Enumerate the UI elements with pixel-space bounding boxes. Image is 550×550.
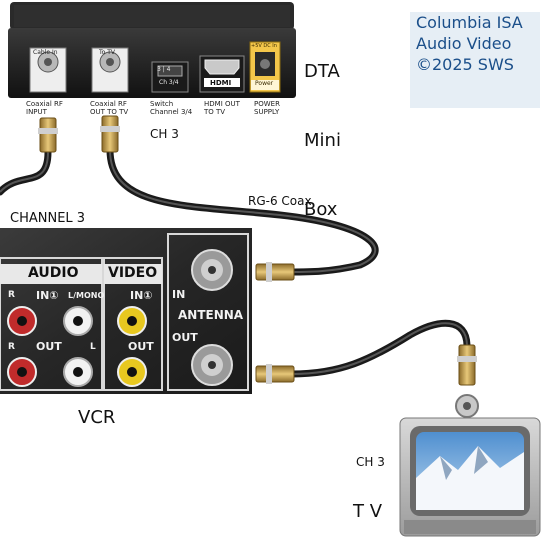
credit-line-2: Audio Video — [416, 34, 512, 53]
coax-cable-vcr-to-tv — [288, 319, 471, 378]
vcr-video-heading: VIDEO — [108, 265, 158, 281]
vcr-audio-in: IN① — [36, 289, 59, 302]
video-in-jack — [117, 306, 147, 336]
dta-title: DTA Mini Box — [304, 14, 341, 244]
credit-line-1: Columbia ISA — [416, 13, 523, 32]
vcr-audio-heading: AUDIO — [28, 265, 79, 281]
vcr-video-out: OUT — [128, 340, 154, 353]
vcr-video-in: IN① — [130, 289, 153, 302]
credit-line-3: ©2025 SWS — [416, 55, 514, 74]
tv-antenna-input — [455, 394, 479, 418]
dta-cable-in-port — [37, 51, 59, 73]
caption-switch: Switch Channel 3/4 — [150, 100, 193, 117]
coax-cable-dta-to-vcr — [106, 146, 379, 276]
f-connector — [255, 262, 295, 282]
audio-in-left-jack — [63, 306, 93, 336]
vcr-label: VCR — [78, 407, 116, 428]
dta-channel-note: CH 3 — [150, 127, 179, 141]
dta-channel-switch — [157, 65, 183, 77]
vcr-audio-lmono: L/MONO — [68, 291, 105, 300]
vcr-antenna-out: OUT — [172, 331, 198, 344]
port-label-to-tv: To TV — [99, 49, 115, 56]
vcr-antenna-in: IN — [172, 288, 186, 301]
f-connector — [100, 115, 120, 153]
tv-label: T V — [353, 501, 383, 522]
antenna-in-jack — [191, 249, 233, 291]
switch-digits: 3 | 4 — [157, 66, 171, 73]
audio-out-left-jack — [63, 357, 93, 387]
vcr-audio-out-r: R — [8, 342, 15, 352]
video-out-jack — [117, 357, 147, 387]
dta-title-line-1: DTA — [304, 61, 340, 82]
audio-out-right-jack — [7, 357, 37, 387]
caption-hdmi: HDMI OUT TO TV — [204, 100, 240, 117]
dta-title-line-3: Box — [304, 199, 338, 220]
f-connector — [38, 117, 58, 153]
port-label-power: Power — [255, 80, 274, 87]
tv-channel-note: CH 3 — [356, 455, 385, 469]
port-label-power-top: +5V DC In — [251, 43, 277, 49]
vcr-antenna-label: ANTENNA — [178, 308, 244, 322]
caption-coax-input: Coaxial RF INPUT — [26, 100, 63, 117]
vcr-audio-out-l: L — [90, 342, 96, 352]
vcr-audio-out: OUT — [36, 340, 62, 353]
coax-label: RG-6 Coax — [248, 194, 312, 208]
vcr-audio-in-r: R — [8, 290, 15, 300]
audio-in-right-jack — [7, 306, 37, 336]
dta-to-tv-port — [99, 51, 121, 73]
port-label-hdmi: HDMI — [210, 79, 232, 87]
coax-cable-channel3 — [0, 148, 52, 196]
port-label-switch: Ch 3/4 — [159, 79, 179, 86]
tv-set — [399, 417, 541, 537]
caption-coax-out: Coaxial RF OUT TO TV — [90, 100, 129, 117]
antenna-out-jack — [191, 344, 233, 386]
power-port — [251, 52, 279, 90]
channel-label: CHANNEL 3 — [10, 211, 86, 226]
f-connector — [255, 364, 295, 384]
dta-title-line-2: Mini — [304, 130, 341, 151]
credit-box: Columbia ISA Audio Video ©2025 SWS — [410, 12, 540, 108]
caption-power: POWER SUPPLY — [254, 100, 280, 117]
port-label-cable-in: Cable In — [33, 49, 58, 56]
f-connector — [457, 344, 477, 386]
hdmi-port — [204, 59, 240, 87]
